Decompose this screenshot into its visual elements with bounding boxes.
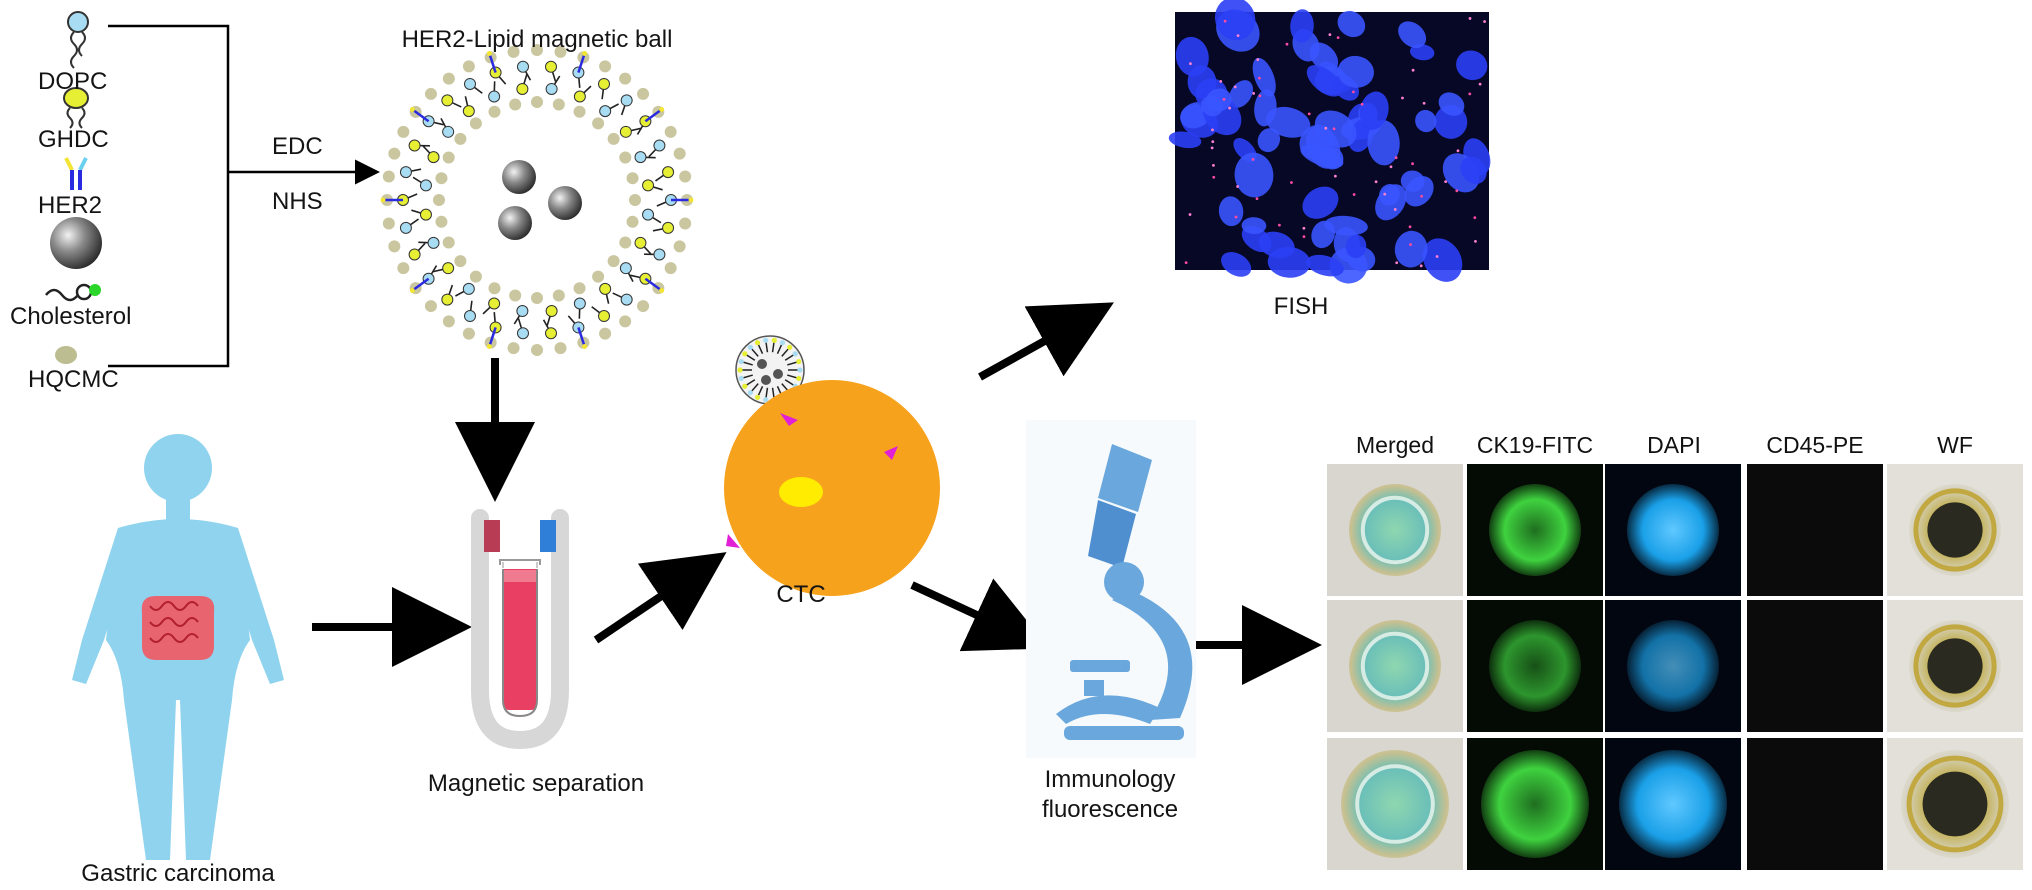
reagent-edc-label: EDC (272, 135, 323, 159)
magnetic-particle-icon (50, 217, 102, 269)
panel-column-header: WF (1937, 432, 1973, 459)
magnetic-separation-tube (480, 518, 560, 740)
legend-her2-label: HER2 (38, 194, 102, 218)
intestine-icon (142, 596, 214, 660)
panel-column-header: CD45-PE (1766, 432, 1863, 459)
hqcmc-icon (55, 346, 77, 364)
microscope-icon (1026, 420, 1196, 758)
legend-dopc-label: DOPC (38, 70, 107, 94)
legend-cholesterol-label: Cholesterol (10, 305, 131, 329)
her2-antibody-icon (66, 158, 86, 190)
legend-ghdc-label: GHDC (38, 128, 109, 152)
if-label-line2: fluorescence (1042, 798, 1178, 822)
bracket-lines (108, 26, 370, 366)
dopc-icon (68, 12, 88, 68)
her2-lipid-magnetic-ball (381, 44, 694, 356)
cholesterol-icon (46, 284, 101, 300)
panel-column-header: Merged (1356, 432, 1434, 459)
reagent-nhs-label: NHS (272, 190, 323, 214)
immunofluorescence-panel (1327, 464, 2023, 870)
panel-column-header: CK19-FITC (1477, 432, 1593, 459)
panel-column-header: DAPI (1647, 432, 1701, 459)
if-label-line1: Immunology (1045, 768, 1176, 792)
patient-label: Gastric carcinoma (81, 862, 274, 886)
ball-title: HER2-Lipid magnetic ball (402, 28, 673, 52)
fish-image (1168, 0, 1496, 289)
fish-label: FISH (1274, 295, 1329, 319)
legend-hqcmc-label: HQCMC (28, 368, 119, 392)
separation-label: Magnetic separation (428, 772, 644, 796)
ctc-cell (724, 336, 940, 596)
ctc-label: CTC (776, 583, 825, 607)
human-body-figure (72, 434, 284, 860)
